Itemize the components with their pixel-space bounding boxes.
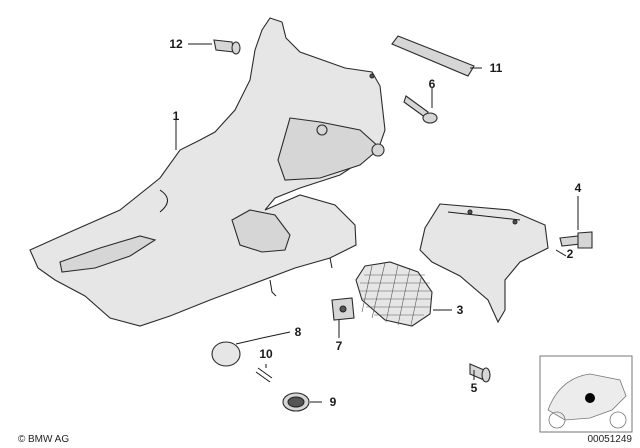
callout-5: 5 [471,381,478,395]
side-fairing-panel [29,17,386,327]
screw-6 [403,95,438,124]
callout-6: 6 [429,77,436,91]
location-marker-icon [585,393,595,403]
side-cover [419,203,549,324]
callout-11: 11 [490,61,503,75]
pin [255,367,273,383]
copyright-mark-icon: © [18,434,26,445]
screw-5 [469,363,491,383]
locator-thumbnail [539,355,633,433]
callout-1: 1 [173,109,180,123]
callout-9: 9 [330,395,337,409]
callout-8: 8 [295,325,302,339]
brand-text: BMW AG [28,434,69,445]
clip-nut [331,297,355,321]
adhesive-strip [391,35,475,77]
grille [355,261,433,327]
diagram-number: 00051249 [588,434,633,445]
leader-lines [175,43,579,403]
rubber-buffer [213,39,241,55]
callout-3: 3 [457,303,464,317]
callout-4: 4 [575,181,582,195]
callout-12: 12 [169,37,183,51]
callout-2: 2 [567,247,574,261]
emblem-badge [282,392,310,412]
screw-with-grommet [559,231,593,249]
callout-10: 10 [259,347,273,361]
callout-7: 7 [336,339,343,353]
round-cover [211,337,263,367]
